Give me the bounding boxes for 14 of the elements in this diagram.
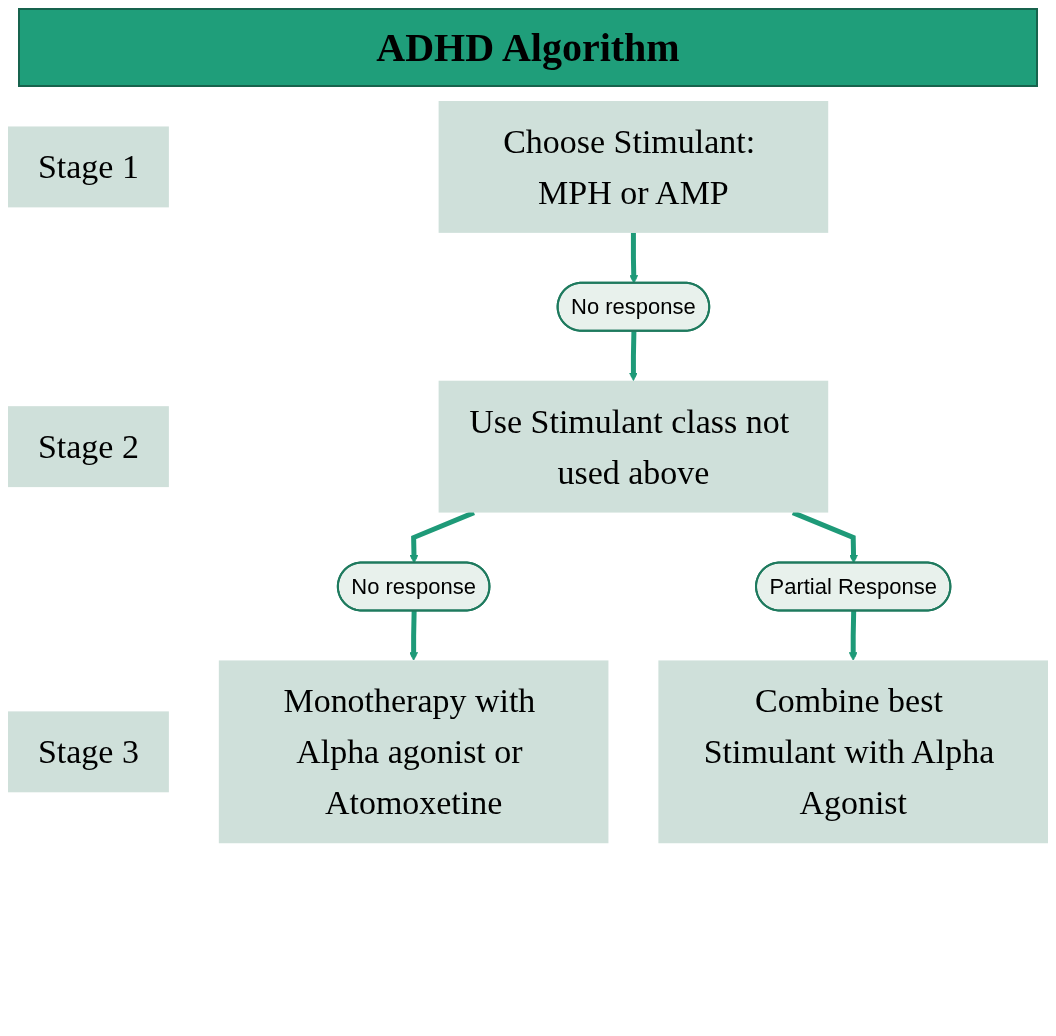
arrow xyxy=(409,510,475,564)
arrow xyxy=(409,610,419,661)
arrow xyxy=(791,510,858,564)
node-box: Combine best Stimulant with Alpha Agonist xyxy=(658,660,1048,844)
node-box: Stage 1 xyxy=(8,126,169,208)
node-box: Stage 2 xyxy=(8,406,169,488)
arrow xyxy=(629,331,638,382)
node-box: Monotherapy with Alpha agonist or Atomoxetine xyxy=(218,660,609,844)
node-box: Use Stimulant class not used above xyxy=(438,380,829,513)
node-box: Stage 3 xyxy=(8,711,169,793)
title-banner: ADHD Algorithm xyxy=(18,8,1038,87)
arrow xyxy=(848,610,858,661)
node-box: Choose Stimulant: MPH or AMP xyxy=(438,101,829,233)
arrow xyxy=(629,232,639,284)
